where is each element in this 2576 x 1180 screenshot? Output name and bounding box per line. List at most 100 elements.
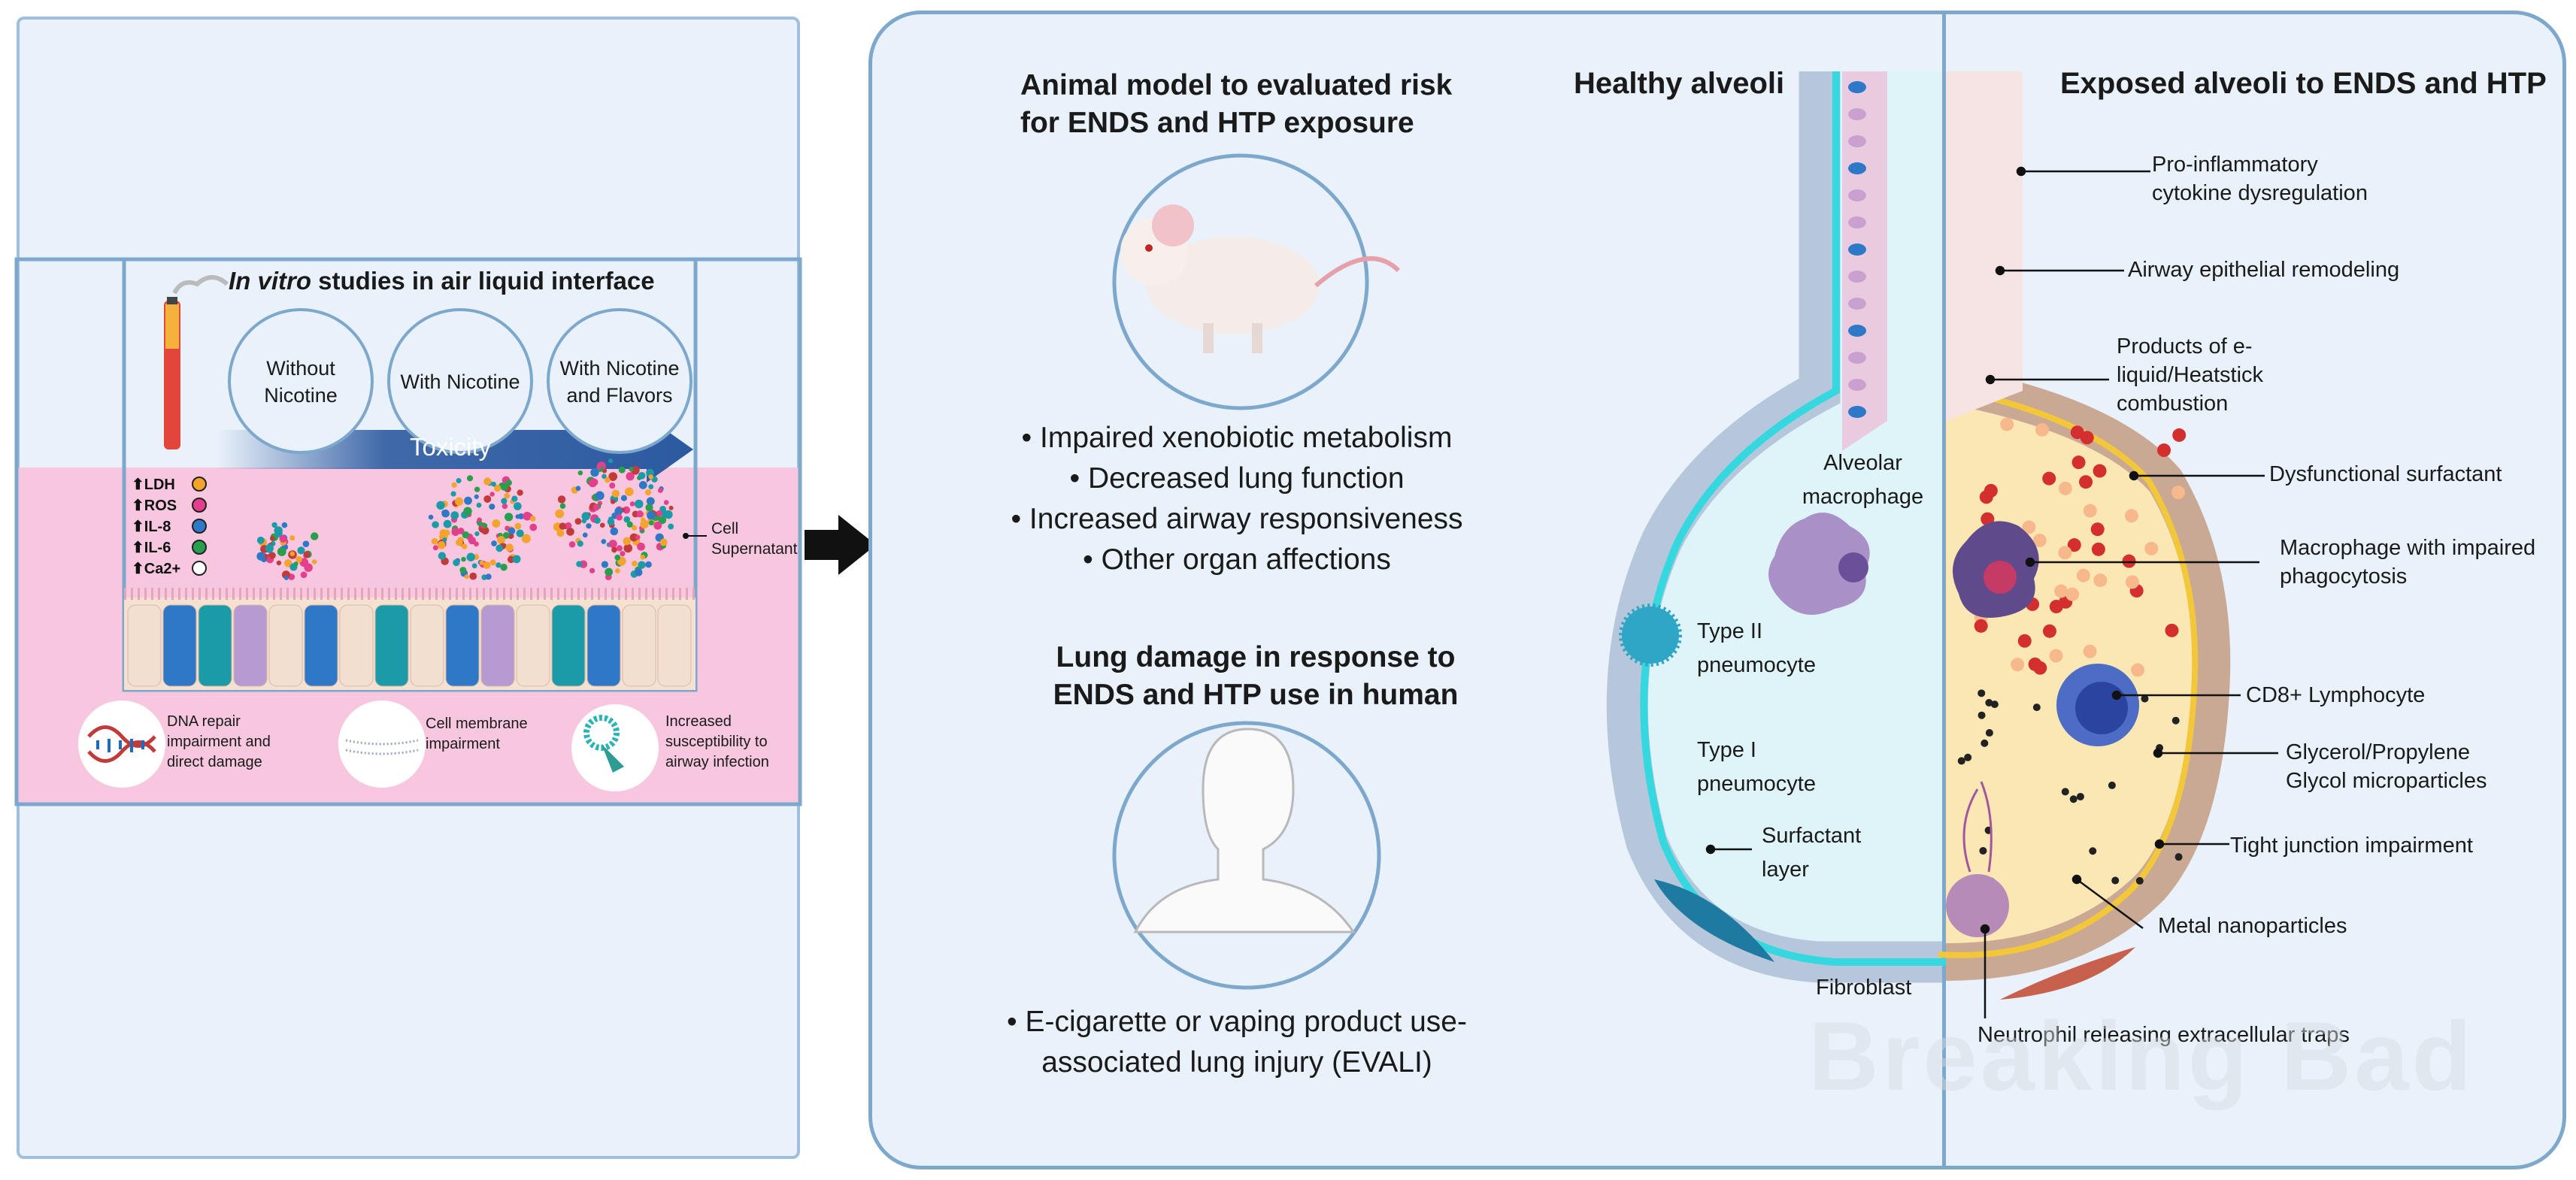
marker-dot-icon	[192, 498, 207, 513]
particle-dot	[441, 509, 450, 518]
marker-label: ⬆IL-6	[132, 539, 171, 556]
particle-dot	[601, 561, 609, 568]
exposed-particle	[2135, 876, 2144, 885]
particle-dot	[474, 531, 480, 537]
human-bullet-1: • E-cigarette or vaping product use-asso…	[1007, 1006, 1467, 1079]
epithelial-cell	[233, 604, 268, 687]
exposed-particle	[1977, 711, 1986, 719]
particle-dot	[648, 520, 654, 526]
label-epithelial-remodeling: Airway epithelial remodeling	[2128, 258, 2400, 282]
particle-dot	[626, 521, 633, 528]
e-cigarette-icon	[164, 275, 229, 449]
exposed-pointers	[1980, 166, 2278, 1018]
type-ii-pneumocyte-icon	[1619, 604, 1682, 667]
particle-dot	[489, 559, 496, 566]
exposed-particle	[2124, 509, 2138, 523]
particle-dot	[559, 522, 566, 530]
exposed-particle	[2035, 422, 2049, 437]
particle-dot	[625, 487, 634, 497]
epithelial-cell	[480, 604, 515, 687]
particle-dot	[596, 464, 602, 470]
particle-dot	[611, 489, 620, 498]
particle-dot	[504, 492, 511, 499]
marker-legend: ⬆LDH⬆ROS⬆IL-8⬆IL-6⬆Ca2+	[132, 474, 207, 579]
particle-dot	[638, 481, 647, 489]
particle-dot	[616, 545, 623, 552]
marker-dot-icon	[192, 519, 207, 534]
condition-label-2: With Nicotine	[400, 370, 520, 393]
particle-dot	[481, 526, 489, 535]
exposed-particle	[1985, 698, 1993, 706]
exposed-particle	[2174, 853, 2183, 861]
particle-dot	[443, 519, 452, 528]
marker-label: ⬆ROS	[132, 497, 177, 514]
particle-dot	[556, 529, 565, 537]
airway-cell	[1848, 189, 1866, 201]
exposed-fibroblast-icon	[2000, 947, 2135, 1000]
particle-dot	[626, 472, 635, 481]
cd8-lymphocyte-icon	[2056, 664, 2139, 746]
particle-dot	[462, 531, 470, 539]
exposed-particle	[2058, 481, 2072, 495]
label-dysfunctional-surfactant: Dysfunctional surfactant	[2269, 462, 2502, 486]
particle-dot	[474, 541, 479, 547]
exposed-particle	[2080, 431, 2094, 445]
particle-dot	[589, 567, 596, 573]
particle-dot	[521, 534, 531, 543]
particle-dot	[295, 555, 302, 563]
label-cd8: CD8+ Lymphocyte	[2246, 683, 2426, 707]
particle-dot	[648, 474, 653, 480]
exposed-particle	[2165, 623, 2179, 637]
condition-circle-1	[228, 308, 374, 454]
particle-dot	[559, 503, 566, 509]
particle-dot	[529, 523, 538, 531]
particle-dot	[555, 509, 565, 519]
particle-dot	[479, 560, 484, 565]
particle-dot	[605, 477, 611, 483]
particle-dot	[576, 561, 583, 567]
epithelial-cell	[339, 604, 374, 687]
particle-dot	[637, 542, 645, 551]
particle-dot	[568, 541, 576, 548]
airway-cell	[1848, 271, 1866, 283]
particle-dot	[502, 531, 510, 539]
exposed-particle	[2032, 534, 2047, 548]
exposed-particle	[2042, 624, 2056, 638]
particle-dot	[482, 523, 488, 528]
epithelial-cell	[127, 604, 162, 687]
particle-dot	[437, 541, 446, 549]
particle-dot	[505, 543, 514, 552]
human-bullets: • E-cigarette or vaping product use-asso…	[970, 1002, 1504, 1083]
particle-dot	[302, 540, 310, 547]
exposed-particle	[2171, 486, 2185, 500]
particle-dot	[450, 511, 459, 520]
particle-dot	[608, 472, 618, 481]
particle-dot	[663, 500, 669, 505]
particle-dot	[581, 512, 590, 521]
particle-dot	[451, 528, 460, 537]
particle-dot	[511, 495, 518, 502]
exposed-particle	[2017, 634, 2032, 648]
exposed-particle	[2171, 716, 2180, 725]
airway-cell	[1848, 352, 1866, 364]
particle-dot	[668, 523, 674, 530]
exposed-particle	[1977, 689, 1986, 697]
label-cytokine: Pro-inflammatory cytokine dysregulation	[2152, 153, 2368, 205]
particle-dot	[463, 507, 472, 516]
particle-dot	[512, 555, 521, 564]
fibroblast-label: Fibroblast	[1816, 976, 1912, 1000]
exposed-particle	[1990, 700, 1999, 709]
particle-dot	[459, 567, 467, 573]
particle-dot	[281, 522, 288, 528]
particle-dot	[489, 504, 496, 510]
watermark: Breaking Bad	[1808, 1001, 2475, 1111]
particle-dot	[653, 521, 662, 530]
particle-dot	[629, 533, 638, 542]
exposed-particle	[2079, 475, 2093, 489]
mouse-icon	[1120, 204, 1401, 353]
particle-dot	[645, 561, 652, 568]
exposed-particle	[2042, 471, 2056, 486]
exposed-particle	[1980, 739, 1989, 747]
particle-dot	[618, 466, 626, 474]
